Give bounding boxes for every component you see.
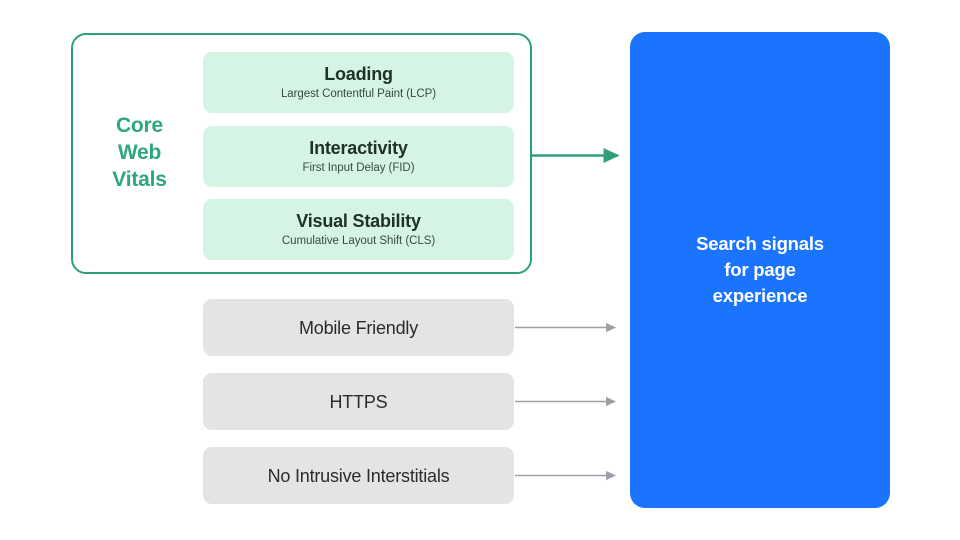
core-web-vitals-label: Core Web Vitals	[92, 112, 187, 193]
vital-subtitle: First Input Delay (FID)	[302, 162, 415, 174]
search-signals-line-1: Search signals	[696, 233, 824, 254]
signal-label: No Intrusive Interstitials	[267, 465, 450, 486]
vital-subtitle: Largest Contentful Paint (LCP)	[280, 88, 437, 100]
vital-title: Loading	[324, 64, 393, 84]
vital-subtitle: Cumulative Layout Shift (CLS)	[281, 235, 436, 247]
vital-card-interactivity: Interactivity First Input Delay (FID)	[203, 126, 514, 187]
search-signals-line-3: experience	[712, 285, 808, 306]
signal-card-mobile-friendly: Mobile Friendly	[203, 299, 514, 356]
core-web-vitals-label-line-3: Vitals	[112, 168, 167, 191]
core-web-vitals-label-line-2: Web	[117, 141, 162, 164]
search-signals-text: Search signals for page experience	[660, 231, 860, 309]
signal-card-no-intrusive-interstitials: No Intrusive Interstitials	[203, 447, 514, 504]
vital-card-visual-stability: Visual Stability Cumulative Layout Shift…	[203, 199, 514, 260]
vital-title: Visual Stability	[296, 211, 421, 231]
signal-card-https: HTTPS	[203, 373, 514, 430]
vital-card-loading: Loading Largest Contentful Paint (LCP)	[203, 52, 514, 113]
signal-label: Mobile Friendly	[298, 317, 419, 338]
core-web-vitals-label-line-1: Core	[115, 114, 164, 137]
search-signals-box: Search signals for page experience	[630, 32, 890, 508]
search-signals-line-2: for page	[724, 259, 796, 280]
vital-title: Interactivity	[309, 138, 408, 158]
signal-label: HTTPS	[329, 391, 388, 412]
core-web-vitals-group	[71, 33, 532, 274]
